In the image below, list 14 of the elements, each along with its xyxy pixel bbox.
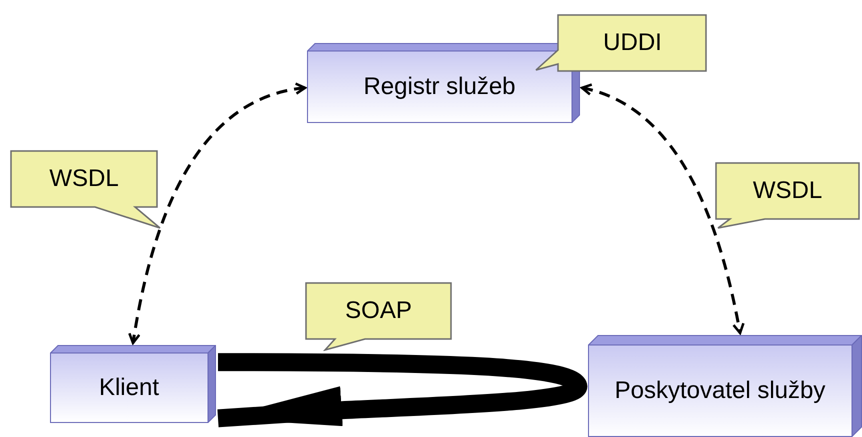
speech-callout: [535, 14, 707, 72]
box-label: Poskytovatel služby: [614, 376, 826, 406]
curved-thick-arrow: [217, 353, 587, 428]
dashed-arrow: [580, 84, 744, 334]
speech-callout: [715, 162, 861, 230]
speech-callout: [10, 150, 161, 229]
speech-callout: [305, 282, 453, 351]
callout-label: WSDL: [752, 176, 822, 206]
box-label: Registr služeb: [363, 72, 516, 102]
dashed-arrow: [128, 83, 306, 344]
callout-label: UDDI: [603, 28, 662, 58]
box-label: Klient: [98, 372, 160, 403]
callout-label: WSDL: [49, 164, 119, 194]
callout-label: SOAP: [345, 296, 412, 326]
